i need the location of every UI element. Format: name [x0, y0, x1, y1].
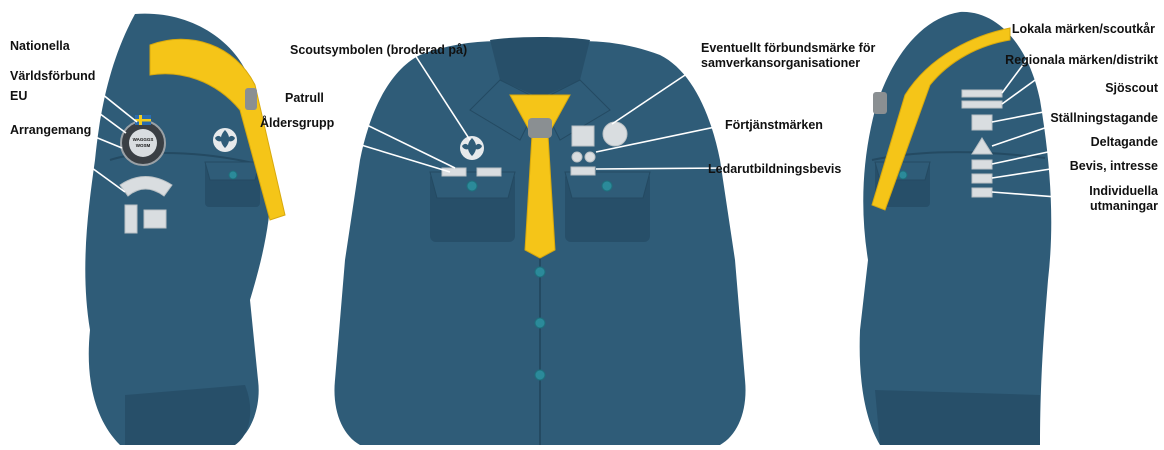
- emblem-line2: WOSM: [136, 143, 151, 148]
- right-sleeve-cuff: [875, 390, 1040, 445]
- scout-emblem-center: [460, 136, 484, 160]
- label-nationella: Nationella: [10, 39, 71, 53]
- right-pocket-button: [602, 181, 612, 191]
- label-regionala: Regionala märken/distrikt: [1005, 53, 1159, 67]
- label-fortjanstmarken: Förtjänstmärken: [725, 118, 823, 132]
- label-stallningstagande: Ställningstagande: [1050, 111, 1158, 125]
- label-individuella-2: utmaningar: [1090, 199, 1158, 213]
- patrull-badge: [442, 168, 466, 176]
- label-individuella-1: Individuella: [1089, 184, 1159, 198]
- right-sleeve-button: [899, 171, 907, 179]
- label-eu: EU: [10, 89, 27, 103]
- front-shirt-view: [315, 37, 746, 445]
- left-sleeve-cuff: [125, 385, 250, 445]
- label-aldersgrupp: Åldersgrupp: [260, 115, 335, 130]
- label-scoutsymbolen: Scoutsymbolen (broderad på): [290, 43, 467, 57]
- deltagande-badge: [972, 160, 992, 169]
- right-woggle: [873, 92, 887, 114]
- sjoscout-badge: [972, 115, 992, 130]
- label-bevis: Bevis, intresse: [1070, 159, 1158, 173]
- individuella-badge: [972, 188, 992, 197]
- label-forbundsmarke-1: Eventuellt förbundsmärke för: [701, 41, 875, 55]
- right-sleeve-body: [860, 12, 1052, 445]
- left-sleeve-button: [229, 171, 237, 179]
- label-deltagande: Deltagande: [1091, 135, 1158, 149]
- front-button-1: [535, 267, 545, 277]
- forbundsmarke-square: [572, 126, 594, 146]
- label-varldsforbund: Världsförbund: [10, 69, 95, 83]
- label-lokala: Lokala märken/scoutkår: [1012, 22, 1155, 36]
- fortjanst-badge-2: [585, 152, 595, 162]
- label-ledarutbildningsbevis: Ledarutbildningsbevis: [708, 162, 841, 176]
- left-pocket-button: [467, 181, 477, 191]
- front-woggle: [528, 118, 552, 138]
- aldersgrupp-badge: [477, 168, 501, 176]
- right-sleeve-view: [860, 12, 1160, 445]
- arrangemang-badge-square: [144, 210, 166, 228]
- scout-emblem-left: [213, 128, 237, 152]
- forbundsmarke-circle: [603, 122, 627, 146]
- emblem-line1: WAGGGS: [133, 137, 154, 142]
- label-patrull: Patrull: [285, 91, 324, 105]
- ledarutbildning-badge: [571, 167, 595, 175]
- bevis-badge: [972, 174, 992, 183]
- label-arrangemang: Arrangemang: [10, 123, 91, 137]
- front-button-2: [535, 318, 545, 328]
- fortjanst-badge-1: [572, 152, 582, 162]
- label-sjoscout: Sjöscout: [1105, 81, 1159, 95]
- arrangemang-badge-tall: [125, 205, 137, 233]
- regionala-badge: [962, 101, 1002, 108]
- woggle: [245, 88, 257, 110]
- label-forbundsmarke-2: samverkansorganisationer: [701, 56, 860, 70]
- lokala-badge: [962, 90, 1002, 97]
- front-button-3: [535, 370, 545, 380]
